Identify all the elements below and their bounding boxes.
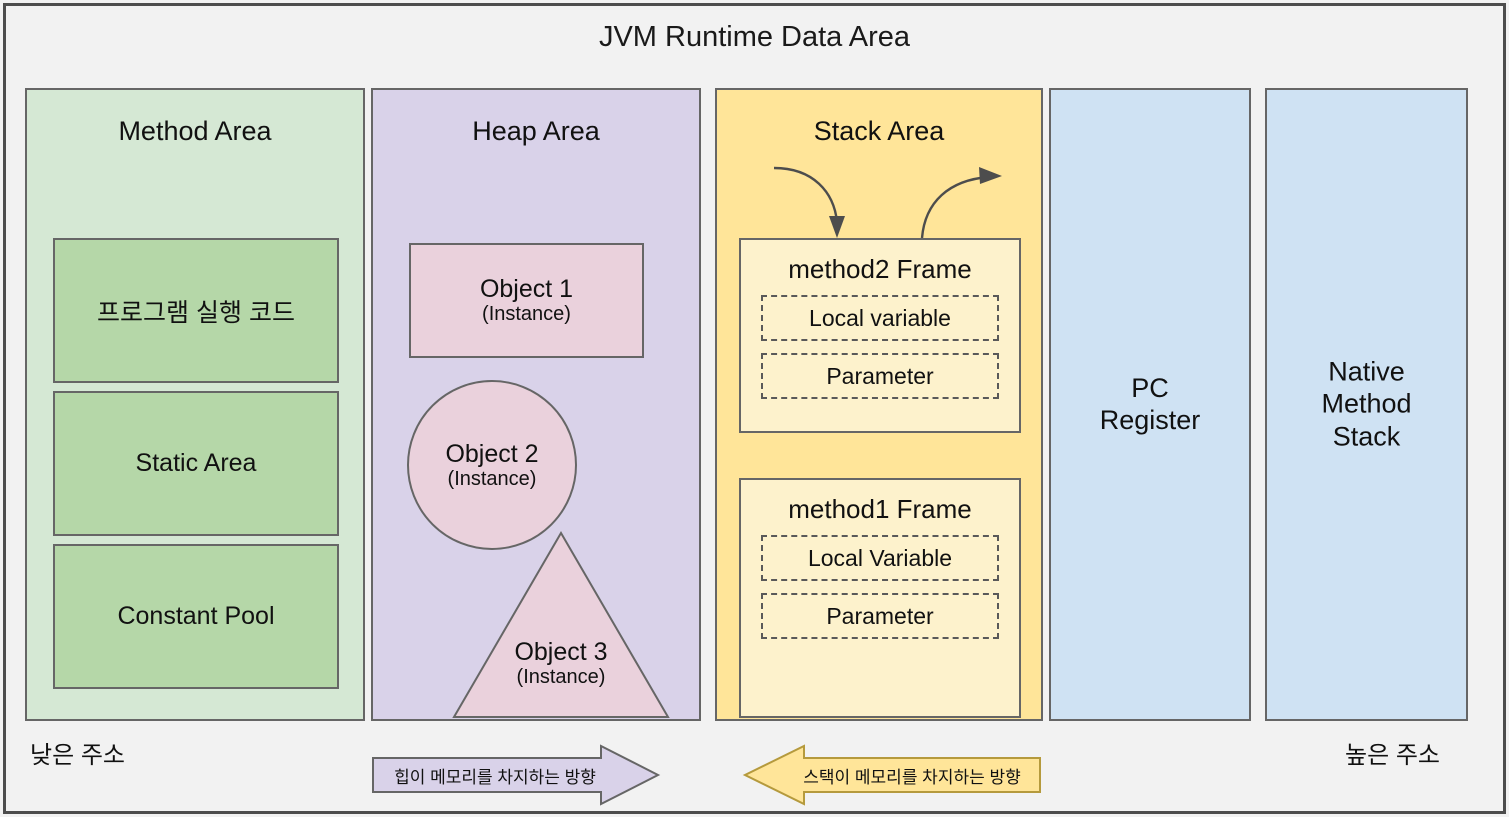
stack-push-pop-arrows	[773, 166, 1002, 239]
heap-object-label: Object 3	[514, 638, 608, 666]
heap-object-triangle: Object 3 (Instance)	[451, 530, 671, 720]
stack-direction-arrow-label: 스택이 메모리를 차지하는 방향	[803, 767, 1021, 787]
stack-frame-slot-parameter: Parameter	[761, 593, 999, 639]
method-area-box-static-area: Static Area	[53, 391, 339, 536]
stack-frame-method1: method1 Frame Local Variable Parameter	[739, 478, 1021, 718]
heap-object-sublabel: (Instance)	[516, 666, 606, 688]
stack-frame-slot-label: Parameter	[826, 362, 934, 389]
stack-frame-slot-label: Local variable	[809, 304, 951, 331]
heap-area-column: Heap Area Object 1 (Instance) Object 2 (…	[371, 88, 701, 721]
stack-area-title: Stack Area	[813, 116, 945, 146]
stack-frame-slot-local-variable: Local variable	[761, 295, 999, 341]
heap-object-circle: Object 2 (Instance)	[407, 380, 577, 550]
triangle-shape-icon	[452, 531, 670, 718]
native-method-stack-line-1: Native	[1328, 356, 1405, 387]
method-area-title: Method Area	[118, 116, 272, 146]
block-arrow-right-icon	[372, 744, 661, 806]
low-address-label: 낮은 주소	[30, 742, 125, 769]
stack-area-column: Stack Area method2 Frame Local variable …	[715, 88, 1043, 721]
stack-direction-arrow: 스택이 메모리를 차지하는 방향	[742, 744, 1042, 806]
heap-area-title: Heap Area	[472, 116, 600, 146]
heap-object-triangle-text: Object 3 (Instance)	[451, 638, 671, 688]
high-address-label: 높은 주소	[1345, 742, 1440, 769]
native-method-stack-line-3: Stack	[1332, 421, 1401, 452]
curved-arrow-up-icon	[920, 175, 990, 239]
heap-object-sublabel: (Instance)	[482, 303, 571, 326]
native-method-stack-line-2: Method	[1321, 389, 1412, 420]
heap-direction-arrow: 힙이 메모리를 차지하는 방향	[371, 744, 661, 806]
heap-object-label: Object 2	[445, 439, 539, 468]
pc-register-line-2: Register	[1099, 405, 1201, 436]
heap-object-sublabel: (Instance)	[447, 467, 537, 490]
heap-object-rectangle: Object 1 (Instance)	[409, 243, 644, 358]
pc-register-label: PC Register	[1051, 372, 1249, 438]
method-area-box-program-code: 프로그램 실행 코드	[53, 238, 339, 383]
stack-frame-slot-local-variable: Local Variable	[761, 535, 999, 581]
stack-frame-slot-label: Parameter	[826, 602, 934, 629]
stack-frame-slot-parameter: Parameter	[761, 353, 999, 399]
block-arrow-left-icon	[742, 744, 1041, 806]
method-area-box-label: Static Area	[135, 449, 257, 477]
stack-frame-method2: method2 Frame Local variable Parameter	[739, 238, 1021, 433]
native-method-stack-column: Native Method Stack	[1265, 88, 1468, 721]
method-area-box-label: 프로그램 실행 코드	[97, 298, 295, 327]
stack-frame-slot-label: Local Variable	[807, 544, 953, 571]
stack-frame-title: method1 Frame	[788, 494, 972, 524]
method-area-box-label: Constant Pool	[117, 602, 275, 630]
heap-object-label: Object 1	[479, 275, 574, 304]
method-area-box-constant-pool: Constant Pool	[53, 544, 339, 689]
arrow-head-right-icon	[979, 167, 1002, 184]
native-method-stack-label: Native Method Stack	[1267, 355, 1466, 454]
method-area-column: Method Area 프로그램 실행 코드 Static Area Const…	[25, 88, 365, 721]
pc-register-line-1: PC	[1131, 372, 1169, 403]
pc-register-column: PC Register	[1049, 88, 1251, 721]
heap-direction-arrow-label: 힙이 메모리를 차지하는 방향	[394, 767, 596, 787]
arrow-head-down-icon	[829, 216, 845, 238]
stack-frame-title: method2 Frame	[788, 254, 972, 284]
page-title: JVM Runtime Data Area	[598, 21, 911, 53]
curved-arrow-down-icon	[773, 166, 839, 223]
